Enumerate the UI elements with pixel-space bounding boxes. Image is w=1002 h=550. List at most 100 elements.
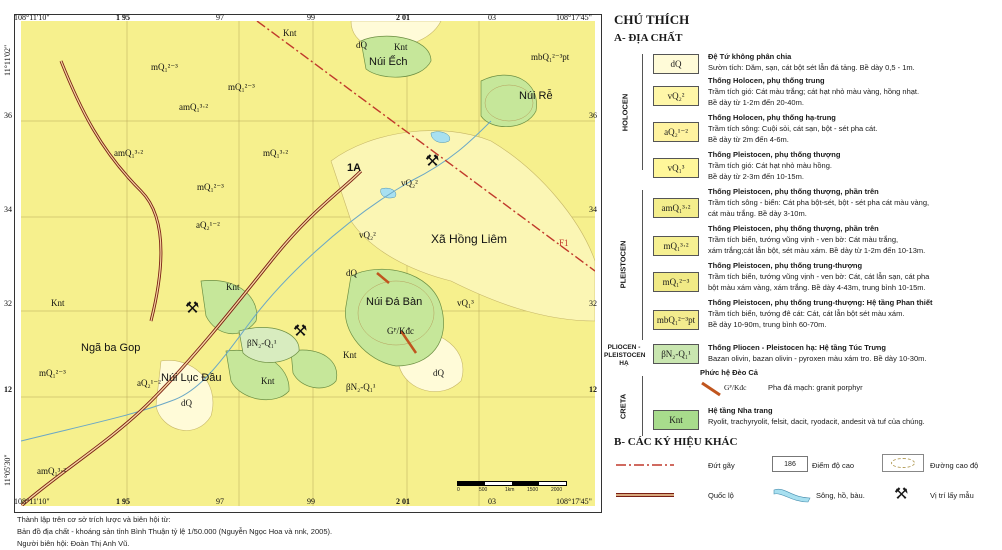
legend-elevation: Điểm độ cao <box>812 461 855 470</box>
contour-symbol-icon <box>882 454 924 472</box>
unit-label-amq: amQ₁³·² <box>179 102 209 112</box>
corner-coord-br: 108°17'45" <box>556 497 592 506</box>
geologic-map[interactable]: Núi Ếch Núi Rễ Xã Hồng Liêm Núi Đá Bàn N… <box>21 21 595 506</box>
legend-entry-desc: Trầm tích biển, tướng vũng vịnh - ven bờ… <box>708 235 899 244</box>
legend-swatch-mq132: mQ₁³·² <box>653 236 699 256</box>
river-symbol-icon <box>773 488 811 503</box>
era-bracket-holocen <box>642 54 643 170</box>
legend-entry-desc: Bề dày 10-90m, trung bình 60-70m. <box>708 320 827 329</box>
scale-bar: 0 500 1km 1500 2000 <box>457 481 567 493</box>
legend-panel: CHÚ THÍCH A- ĐỊA CHẤT HOLOCEN PLEISTOCEN… <box>604 10 996 530</box>
legend-swatch-mq13: mQ₁²⁻³ <box>653 272 699 292</box>
unit-knt-south <box>290 349 338 389</box>
era-bracket-pleistocen <box>642 190 643 340</box>
top-tick: 97 <box>216 13 224 22</box>
unit-label-mq13: mQ₁²⁻³ <box>228 82 255 92</box>
footnote-line: Người biên hội: Đoàn Thị Anh Vũ. <box>17 539 130 548</box>
unit-label-mq132: mQ₁³·² <box>263 148 289 158</box>
left-tick: 36 <box>4 111 12 120</box>
unit-label-gkdc: Gᴾ/Kđc <box>387 326 414 336</box>
legend-entry-desc: Bề dày từ 2-3m đến 10-15m. <box>708 172 804 181</box>
left-tick: 32 <box>4 299 12 308</box>
era-label-holocen: HOLOCEN <box>620 93 630 132</box>
unit-label-vq2: vQ₂² <box>401 178 418 188</box>
map-graphics <box>21 21 595 506</box>
unit-basalt <box>238 327 300 363</box>
unit-label-bn: βN₂-Q₁¹ <box>346 382 376 392</box>
legend-contour: Đường cao độ <box>930 461 979 470</box>
place-nui-re: Núi Rễ <box>519 90 553 102</box>
unit-label-mbq: mbQ₁²⁻³pt <box>531 52 570 62</box>
unit-label-knt: Knt <box>226 282 240 292</box>
sample-location-icon[interactable]: ⚒ <box>293 323 308 340</box>
legend-entry-desc: Trầm tích sông: Cuội sỏi, cát sạn, bột -… <box>708 124 878 133</box>
right-tick: 34 <box>589 205 597 214</box>
scale-tick: 1500 <box>527 487 539 493</box>
road-symbol-icon <box>616 493 674 497</box>
top-tick: 03 <box>488 13 496 22</box>
legend-river: Sông, hồ, bàu. <box>816 491 865 500</box>
legend-entry-desc: Bề dày từ 2m đến 4-6m. <box>708 135 789 144</box>
legend-swatch-mbq: mbQ₁²⁻³pt <box>653 310 699 330</box>
legend-road: Quốc lộ <box>708 491 734 500</box>
legend-fault: Đứt gãy <box>708 461 735 470</box>
place-nga-ba-gop: Ngã ba Gop <box>81 342 141 354</box>
unit-label-vq2: vQ₂² <box>359 230 376 240</box>
top-tick: 99 <box>307 13 315 22</box>
river-main <box>21 120 492 442</box>
unit-label-aq2: aQ₂¹⁻² <box>137 378 161 388</box>
legend-entry-desc: Bazan olivin, bazan olivin - pyroxen màu… <box>708 354 927 363</box>
elevation-symbol-icon: 186 <box>772 456 808 472</box>
legend-knt-title: Hệ tầng Nha trang <box>708 406 773 415</box>
unit-label-dq: dQ <box>346 268 357 278</box>
bottom-tick: 99 <box>307 497 315 506</box>
place-nui-luc-dau: Núi Lục Đầu <box>161 372 222 384</box>
unit-label-knt: Knt <box>283 28 297 38</box>
fault-label: F1 <box>559 238 569 248</box>
legend-swatch-dq: dQ <box>653 54 699 74</box>
legend-section-a: A- ĐỊA CHẤT <box>614 32 683 44</box>
era-label-plio: PLIOCEN - PLEISTOCEN HẠ <box>604 344 646 367</box>
place-xa-hong-liem: Xã Hồng Liêm <box>431 232 508 246</box>
legend-entry-desc: bột màu xám vàng, xám trắng. Bề dày 4-43… <box>708 283 926 292</box>
top-tick: 2 01 <box>396 13 410 22</box>
contour-daban <box>357 280 435 346</box>
legend-dyke-desc: Pha đá mạch: granit porphyr <box>768 383 863 392</box>
scale-tick: 0 <box>457 487 460 493</box>
scale-tick: 500 <box>479 487 488 493</box>
sample-location-icon[interactable]: ⚒ <box>185 300 200 317</box>
footnote-line: Bản đồ địa chất - khoáng sản tỉnh Bình T… <box>17 527 333 536</box>
top-tick: 1 95 <box>116 13 130 22</box>
fault-symbol-icon <box>616 464 674 466</box>
bottom-tick: 03 <box>488 497 496 506</box>
bottom-tick: 97 <box>216 497 224 506</box>
era-label-pleistocen: PLEISTOCEN <box>618 240 628 289</box>
bottom-tick: 1 95 <box>116 497 130 506</box>
legend-dyke-code: Gᴾ/Kđc <box>724 383 747 392</box>
legend-entry-desc: cát màu trắng. Bề dày 3-10m. <box>708 209 807 218</box>
unit-label-knt: Knt <box>343 350 357 360</box>
era-label-creta: CRETA <box>618 393 628 420</box>
right-tick: 32 <box>589 299 597 308</box>
legend-entry-title: Thống Pliocen - Pleistocen hạ: Hệ tầng T… <box>708 343 886 352</box>
water-lake2 <box>380 187 397 199</box>
scale-tick: 1km <box>505 487 515 493</box>
sample-location-icon[interactable]: ⚒ <box>425 153 440 170</box>
legend-entry-desc: xám trắng;cát lẫn bột, sét màu xám. Bề d… <box>708 246 926 255</box>
legend-entry-title: Thống Pleistocen, phụ thống thượng <box>708 150 841 159</box>
legend-entry-title: Thống Pleistocen, phụ thống trung-thượng <box>708 261 863 270</box>
legend-swatch-knt: Knt <box>653 410 699 430</box>
legend-entry-desc: Sườn tích: Dăm, sạn, cát bột sét lẫn đá … <box>708 63 915 72</box>
legend-entry-desc: Trầm tích sông - biển: Cát pha bột-sét, … <box>708 198 930 207</box>
road-label-1a: 1A <box>347 162 362 174</box>
legend-swatch-vq2: vQ₂² <box>653 86 699 106</box>
legend-entry-title: Đệ Tứ không phân chia <box>708 52 792 61</box>
contour-re <box>484 84 534 122</box>
lat-bottom-label: 11°05'30" <box>3 454 12 486</box>
corner-coord-tl: 108°11'10" <box>14 13 50 22</box>
unit-label-dq: dQ <box>433 368 444 378</box>
unit-knt-ech <box>360 35 432 78</box>
legend-entry-title: Thống Pleistocen, phụ thống thượng, phần… <box>708 224 879 233</box>
unit-label-bn: βN₂-Q₁¹ <box>247 338 277 348</box>
unit-label-aq2: aQ₂¹⁻² <box>196 220 220 230</box>
